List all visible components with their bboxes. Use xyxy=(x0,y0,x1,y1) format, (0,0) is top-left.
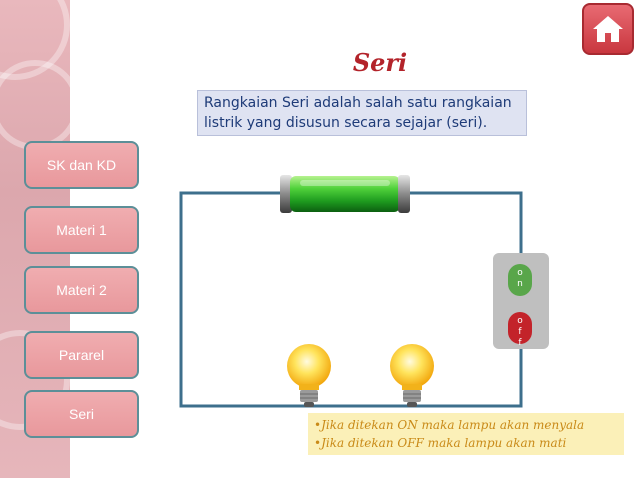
off-switch-button[interactable]: o f f xyxy=(508,312,532,348)
nav-button-materi-1[interactable]: Materi 1 xyxy=(24,206,139,254)
wire-left-bottom xyxy=(179,191,523,408)
home-button[interactable] xyxy=(582,3,634,55)
page-title: Seri xyxy=(352,48,408,77)
wire-right-top xyxy=(407,191,523,253)
note-line-off: •Jika ditekan OFF maka lampu akan mati xyxy=(314,436,567,450)
home-icon xyxy=(593,16,623,42)
lamp-bulb-icon xyxy=(287,344,331,407)
nav-button-sk-dan-kd[interactable]: SK dan KD xyxy=(24,141,139,189)
off-switch-label: o f f xyxy=(517,316,523,348)
note-line-on: •Jika ditekan ON maka lampu akan menyala xyxy=(314,418,585,432)
on-switch-button[interactable]: o n xyxy=(508,264,532,296)
battery-icon xyxy=(280,175,410,213)
nav-button-pararel[interactable]: Pararel xyxy=(24,331,139,379)
on-switch-label: o n xyxy=(517,268,523,289)
lamp-bulb-icon xyxy=(390,344,434,407)
nav-button-seri[interactable]: Seri xyxy=(24,390,139,438)
instruction-note: •Jika ditekan ON maka lampu akan menyala… xyxy=(308,413,624,455)
nav-button-materi-2[interactable]: Materi 2 xyxy=(24,266,139,314)
description-box: Rangkaian Seri adalah salah satu rangkai… xyxy=(197,90,527,136)
